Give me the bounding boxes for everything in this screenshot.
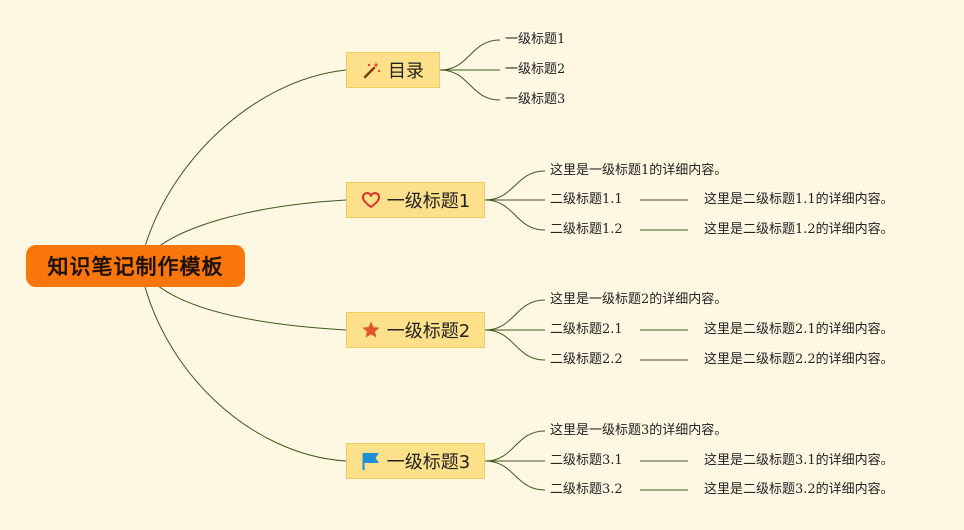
star-icon (361, 320, 381, 340)
connector-root-section-3 (139, 265, 347, 462)
root-topic[interactable]: 知识笔记制作模板 (26, 245, 245, 287)
connector-toc-item-1 (439, 39, 501, 71)
section-node-3-label: 一级标题3 (386, 452, 471, 473)
toc-item-1[interactable]: 一级标题1 (505, 32, 566, 47)
section-node-1-label: 一级标题1 (386, 191, 471, 212)
section-1-detail[interactable]: 这里是一级标题1的详细内容。 (550, 163, 728, 178)
section-1-sub-1[interactable]: 二级标题1.1 (550, 192, 623, 207)
section-2-sub-1[interactable]: 二级标题2.1 (550, 322, 623, 337)
connector-root-toc (139, 69, 347, 267)
toc-item-2[interactable]: 一级标题2 (505, 62, 566, 77)
section-node-2-label: 一级标题2 (386, 321, 471, 342)
section-1-sub-1-detail[interactable]: 这里是二级标题1.1的详细内容。 (704, 192, 894, 207)
connector-s1-sub-2 (484, 199, 546, 231)
section-3-sub-1-detail[interactable]: 这里是二级标题3.1的详细内容。 (704, 453, 894, 468)
magic-wand-icon (362, 60, 382, 80)
section-2-sub-2[interactable]: 二级标题2.2 (550, 352, 623, 367)
section-node-2[interactable]: 一级标题2 (346, 312, 485, 348)
section-node-1[interactable]: 一级标题1 (346, 182, 485, 218)
connector-s2-sub-2 (484, 329, 546, 361)
toc-node-label: 目录 (388, 61, 424, 82)
section-3-sub-2-detail[interactable]: 这里是二级标题3.2的详细内容。 (704, 482, 894, 497)
root-topic-label: 知识笔记制作模板 (47, 255, 224, 279)
connector-s1-detail (484, 170, 546, 201)
section-2-detail[interactable]: 这里是一级标题2的详细内容。 (550, 292, 728, 307)
section-1-sub-2[interactable]: 二级标题1.2 (550, 222, 623, 237)
section-1-sub-2-detail[interactable]: 这里是二级标题1.2的详细内容。 (704, 222, 894, 237)
section-node-3[interactable]: 一级标题3 (346, 443, 485, 479)
flag-icon (361, 451, 381, 471)
section-2-sub-1-detail[interactable]: 这里是二级标题2.1的详细内容。 (704, 322, 894, 337)
connector-s2-detail (484, 299, 546, 331)
connector-s3-sub-2 (484, 460, 546, 491)
connector-toc-item-3 (439, 69, 501, 101)
section-3-detail[interactable]: 这里是一级标题3的详细内容。 (550, 423, 728, 438)
connector-s3-detail (484, 430, 546, 462)
heart-icon (361, 190, 381, 210)
toc-node[interactable]: 目录 (346, 52, 440, 88)
section-3-sub-2[interactable]: 二级标题3.2 (550, 482, 623, 497)
section-3-sub-1[interactable]: 二级标题3.1 (550, 453, 623, 468)
section-2-sub-2-detail[interactable]: 这里是二级标题2.2的详细内容。 (704, 352, 894, 367)
toc-item-3[interactable]: 一级标题3 (505, 92, 566, 107)
